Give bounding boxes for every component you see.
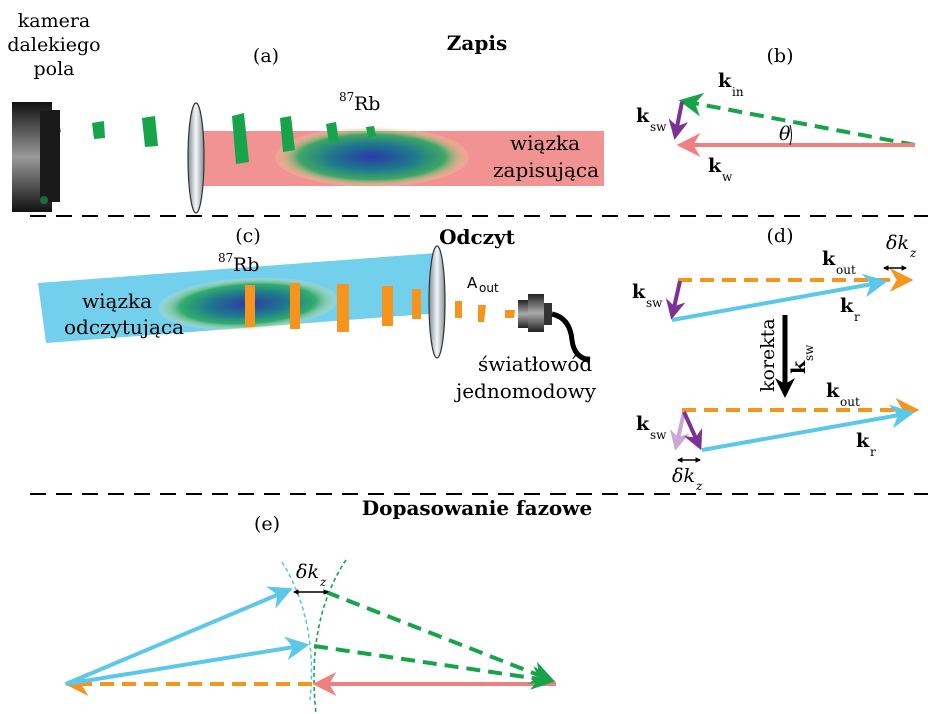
dk-top-label: δk [886,232,909,254]
k-sw-top-sub: sw [646,296,663,310]
atoms-a: Rb [354,93,380,115]
k-in-label: k [718,70,732,92]
writing-beam-label-2: zapisująca [493,158,599,182]
k-r-top-sub: r [854,310,860,324]
a-out-label: A [467,274,478,292]
k-out-bottom-sub: out [840,395,860,409]
orange-wavefronts-c [245,283,515,332]
lens-a [187,102,205,214]
k-r-bottom-label: k [856,430,870,452]
k-sw-b-sub: sw [650,120,667,134]
camera-label-2: dalekiego [7,34,100,56]
vec-k-sw-ghost [669,411,690,451]
title-zapis: Zapis [447,31,507,55]
far-field-camera [12,102,60,212]
correction-k-sub: sw [802,344,816,361]
correction-k: k [788,360,810,374]
vec-k-sw-top [665,280,686,320]
vec-k-sw-b [668,101,689,140]
panel-d: (d) k out δk z k sw k r korekta k sw k o… [632,225,920,493]
vec-k-in [678,92,916,147]
atoms-c: Rb [233,254,259,276]
vec-k-sw-bottom [682,411,703,451]
reading-beam-label-1: wiązka [82,289,152,313]
dk-top-sub: z [909,246,917,260]
vec-k-in-e-1 [325,590,555,684]
panel-b-label: (b) [767,45,794,67]
k-r-top-label: k [840,295,854,317]
theta-label: θ [779,123,791,145]
panel-e-label: (e) [254,513,280,535]
fiber-label-1: światłowód [478,352,592,376]
k-w-sub: w [722,170,733,184]
dk-e-sub: z [319,575,327,589]
panel-b: (b) k in k sw k w θ [636,45,916,184]
k-sw-bottom-sub: sw [650,428,667,442]
camera-label-3: pola [33,58,74,80]
k-w-label: k [708,155,722,177]
title-phase-matching: Dopasowanie fazowe [362,496,592,520]
title-odczyt: Odczyt [439,225,516,249]
arc-cyan [281,561,313,701]
k-sw-bottom-label: k [636,413,650,435]
a-out-sub: out [479,281,499,295]
dk-bottom-sub: z [695,479,703,493]
vec-k-r-e-2 [65,636,310,686]
dk-e-label: δk [296,561,319,583]
dk-bottom-label: δk [672,465,695,487]
panel-e: (e) Dopasowanie fazowe δk z [64,496,592,714]
correction-label: korekta [757,318,779,392]
atoms-a-sup: 87 [339,90,354,104]
single-mode-fiber [518,294,591,363]
panel-a: kamera dalekiego pola (a) Zapis 87 Rb wi… [7,10,604,214]
panel-c: (c) Odczyt 87 Rb wiązka odczytująca A ou… [38,225,597,403]
camera-label-1: kamera [18,10,91,32]
lens-c [428,245,446,359]
writing-beam-label-1: wiązka [510,131,580,155]
vec-k-r-top [671,273,888,322]
k-r-bottom-sub: r [870,445,876,459]
k-out-bottom-label: k [826,380,840,402]
vec-k-in-e-2 [313,644,556,690]
k-in-sub: in [732,85,744,99]
k-out-top-sub: out [836,263,856,277]
vec-k-r-bottom [701,404,915,452]
reading-beam-label-2: odczytująca [64,315,184,339]
k-out-top-label: k [822,248,836,270]
vec-k-r-e-1 [65,586,293,686]
panel-a-label: (a) [253,45,279,67]
atom-cloud-a [275,127,469,187]
green-wavefronts-a [56,113,376,164]
atoms-c-sup: 87 [218,251,233,265]
panel-c-label: (c) [235,225,260,247]
panel-d-label: (d) [767,225,794,247]
k-sw-top-label: k [632,281,646,303]
fiber-label-2: jednomodowy [454,379,597,403]
arc-green [313,559,347,714]
k-sw-b-label: k [636,105,650,127]
